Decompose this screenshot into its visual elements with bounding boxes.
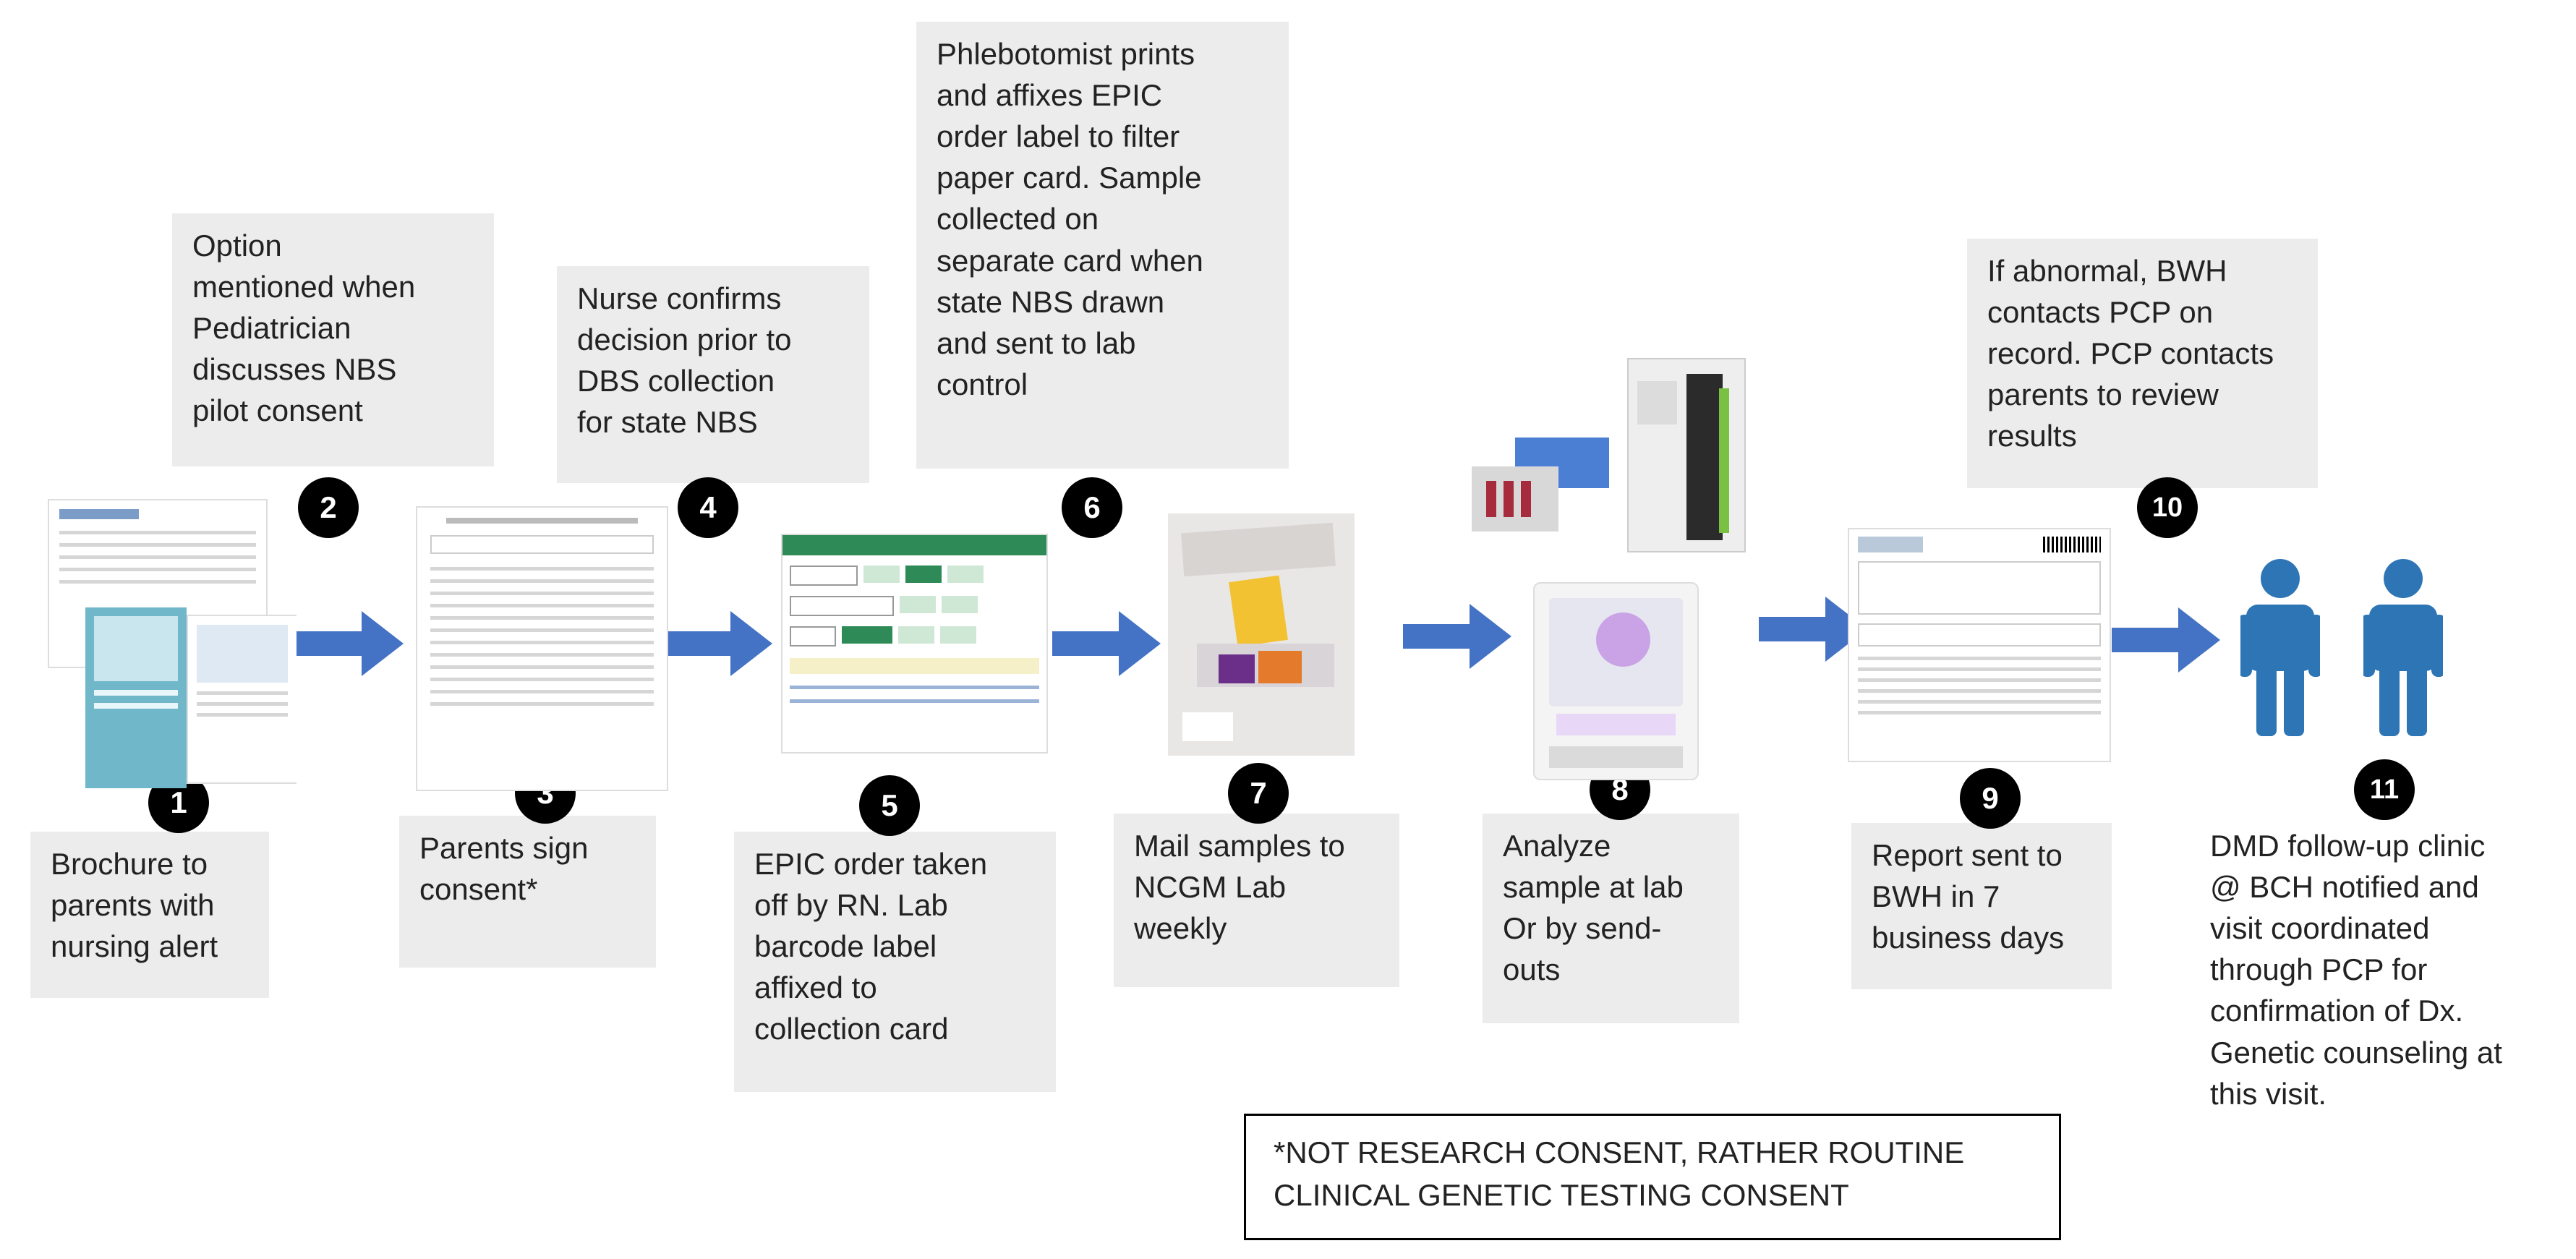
step-9-badge: 9 [1960,768,2021,829]
step-1-description: Brochure to parents with nursing alert [30,832,269,998]
arrow-1-to-3 [295,611,404,676]
step-11-badge: 11 [2354,759,2415,820]
person-icon [2240,559,2320,736]
step-11-description: DMD follow-up clinic @ BCH notified and … [2210,829,2502,1111]
step-2-badge: 2 [298,477,359,538]
step-6-badge: 6 [1062,477,1122,538]
step-10-description: If abnormal, BWH contacts PCP on record.… [1967,239,2318,488]
brochure-image [42,499,297,788]
step-4-description: Nurse confirms decision prior to DBS col… [557,266,869,483]
step-4-badge: 4 [678,477,738,538]
epic-order-screen-image [781,534,1048,754]
step-8-badge: 8 [1590,759,1650,820]
step-5-description: EPIC order taken off by RN. Lab barcode … [734,832,1056,1092]
arrow-7-to-8 [1403,604,1511,669]
step-10-badge: 10 [2137,477,2198,538]
step-9-description: Report sent to BWH in 7 business days [1851,823,2112,989]
arrow-3-to-5 [664,611,772,676]
step-7-badge: 7 [1228,763,1289,824]
mail-envelope-image [1168,513,1355,756]
arrow-9-to-11 [2112,607,2220,673]
lab-instruments-image [1472,351,1757,781]
ncgm-report-image [1848,528,2111,762]
step-5-badge: 5 [859,775,920,836]
step-3-description: Parents sign consent* [399,816,656,968]
arrow-5-to-7 [1052,611,1161,676]
step-7-description: Mail samples to NCGM Lab weekly [1114,814,1399,987]
step-2-description: Option mentioned when Pediatrician discu… [172,213,494,466]
step-6-description: Phlebotomist prints and affixes EPIC ord… [916,22,1289,469]
arrow-8-to-9 [1759,597,1867,662]
step-8-description: Analyze sample at lab Or by send- outs [1483,814,1739,1023]
person-icon [2363,559,2443,736]
consent-footnote: *NOT RESEARCH CONSENT, RATHER ROUTINE CL… [1244,1114,2061,1240]
consent-form-image [416,506,668,791]
